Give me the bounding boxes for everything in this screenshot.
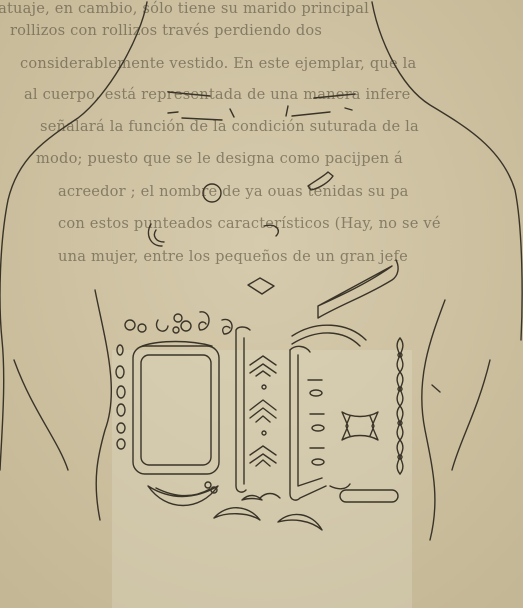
tall-bar-motif (236, 327, 250, 492)
small-ovals (308, 380, 324, 465)
crescent-motif (148, 486, 218, 506)
left-loops (116, 345, 125, 449)
diamond-motif (248, 278, 274, 294)
bottom-crescents (214, 494, 322, 531)
scroll-row (125, 312, 232, 334)
chest-marks (168, 92, 355, 120)
arc-motif (292, 325, 366, 346)
hook-motif (318, 260, 398, 318)
spindle-motif (342, 412, 378, 440)
chevron-stack (250, 356, 276, 466)
bracket-motif (290, 346, 350, 500)
torso-outline (0, 2, 522, 540)
chain-motif (397, 338, 403, 474)
horizontal-bar-motif (340, 490, 398, 502)
large-frame-motif (133, 342, 219, 475)
navel-area (148, 172, 333, 246)
